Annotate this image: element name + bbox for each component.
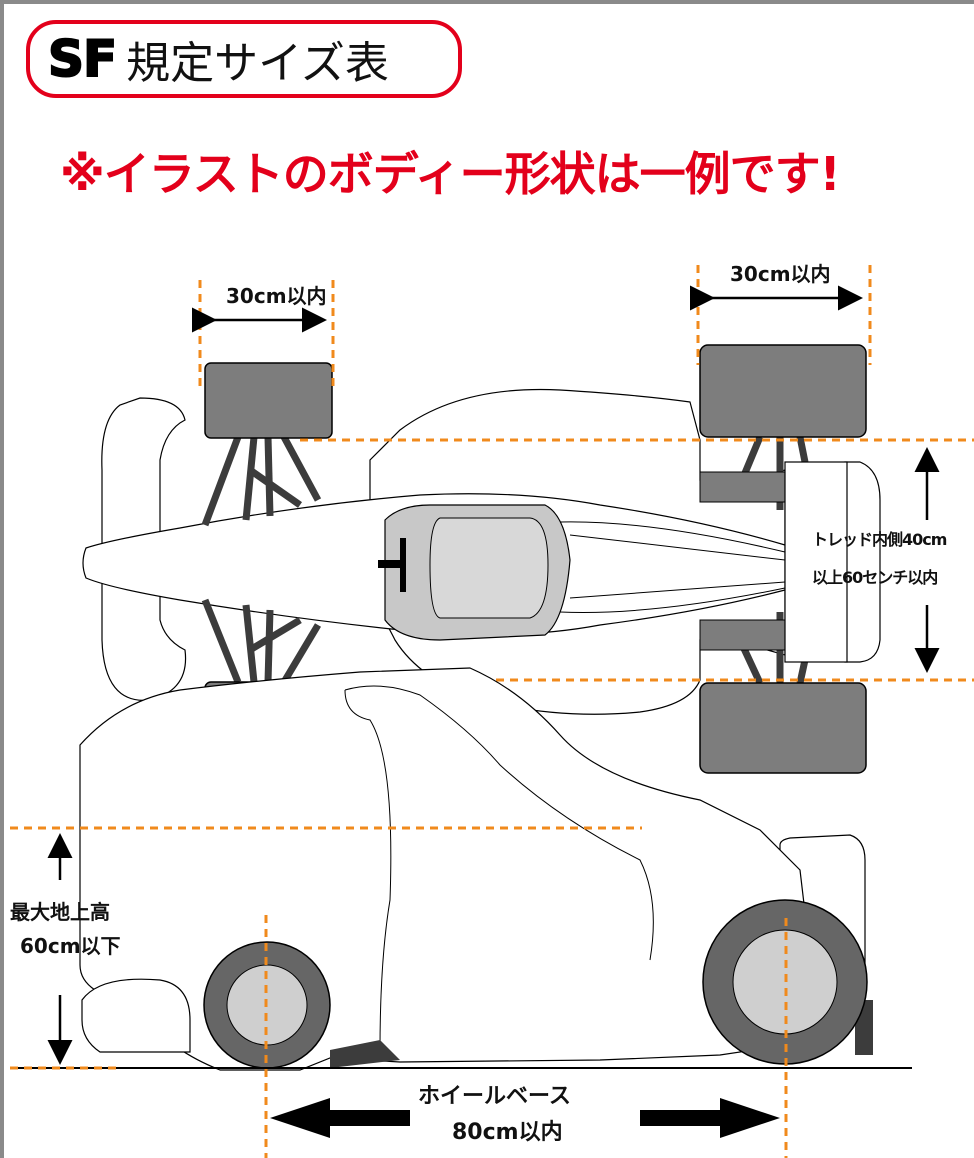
cockpit-seat xyxy=(429,517,549,619)
rear-left-tire xyxy=(699,344,867,438)
top-dimension-guides xyxy=(198,265,974,682)
rear-right-tire xyxy=(699,682,867,774)
rear-gearbox-top xyxy=(699,471,786,503)
max-height-label-line1: 最大地上高 xyxy=(10,900,110,924)
side-dimension-guides xyxy=(10,826,788,1158)
steering-bar xyxy=(378,560,406,568)
front-left-tire xyxy=(204,362,333,439)
side-floor xyxy=(330,1040,400,1068)
wheelbase-label-line2: 80cm以内 xyxy=(452,1120,563,1145)
rear-gearbox-bottom xyxy=(699,619,786,651)
top-view-car xyxy=(82,344,881,774)
side-front-wing xyxy=(81,978,191,1053)
page-title: 規定サイズ表 xyxy=(126,38,389,89)
wheelbase-label-line1: ホイールベース xyxy=(418,1084,571,1109)
top-dimension-arrows xyxy=(192,285,940,673)
illustration-note: ※イラストのボディー形状は一例です! xyxy=(60,147,841,201)
title-badge: SF 規定サイズ表 xyxy=(26,20,462,98)
front-tire-width-label: 30cm以内 xyxy=(226,284,327,308)
sf-logo: SF xyxy=(47,29,118,89)
front-suspension-upper xyxy=(201,435,322,527)
rear-wing-end xyxy=(844,461,881,663)
front-suspension-lower xyxy=(201,598,322,684)
max-height-label-line2: 60cm以下 xyxy=(20,934,121,958)
page-frame-left xyxy=(0,0,4,1158)
page-frame-top xyxy=(0,0,974,4)
wheelbase-arrows xyxy=(270,1098,780,1138)
tread-label-line1: トレッド内側40cm xyxy=(812,530,947,549)
rear-wing xyxy=(784,461,848,663)
tread-label-line2: 以上60センチ以内 xyxy=(812,568,938,587)
rear-tire-width-label: 30cm以内 xyxy=(730,262,831,286)
